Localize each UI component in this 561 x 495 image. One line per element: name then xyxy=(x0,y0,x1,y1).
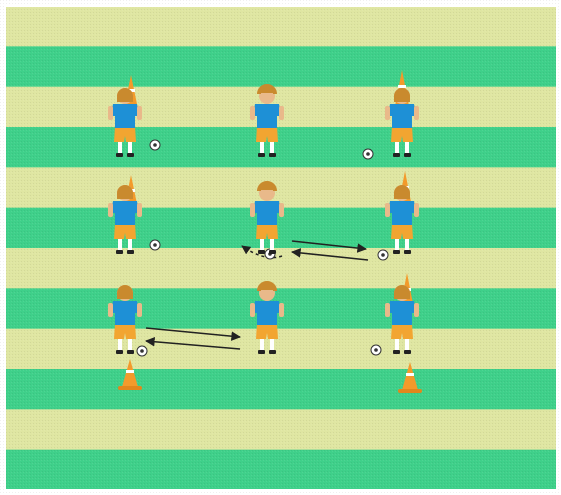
ball-icon xyxy=(378,250,388,260)
ball-icon xyxy=(371,345,381,355)
ball-icon xyxy=(137,346,147,356)
ball-icon xyxy=(363,149,373,159)
ball-icon xyxy=(150,240,160,250)
ball-icon xyxy=(150,140,160,150)
